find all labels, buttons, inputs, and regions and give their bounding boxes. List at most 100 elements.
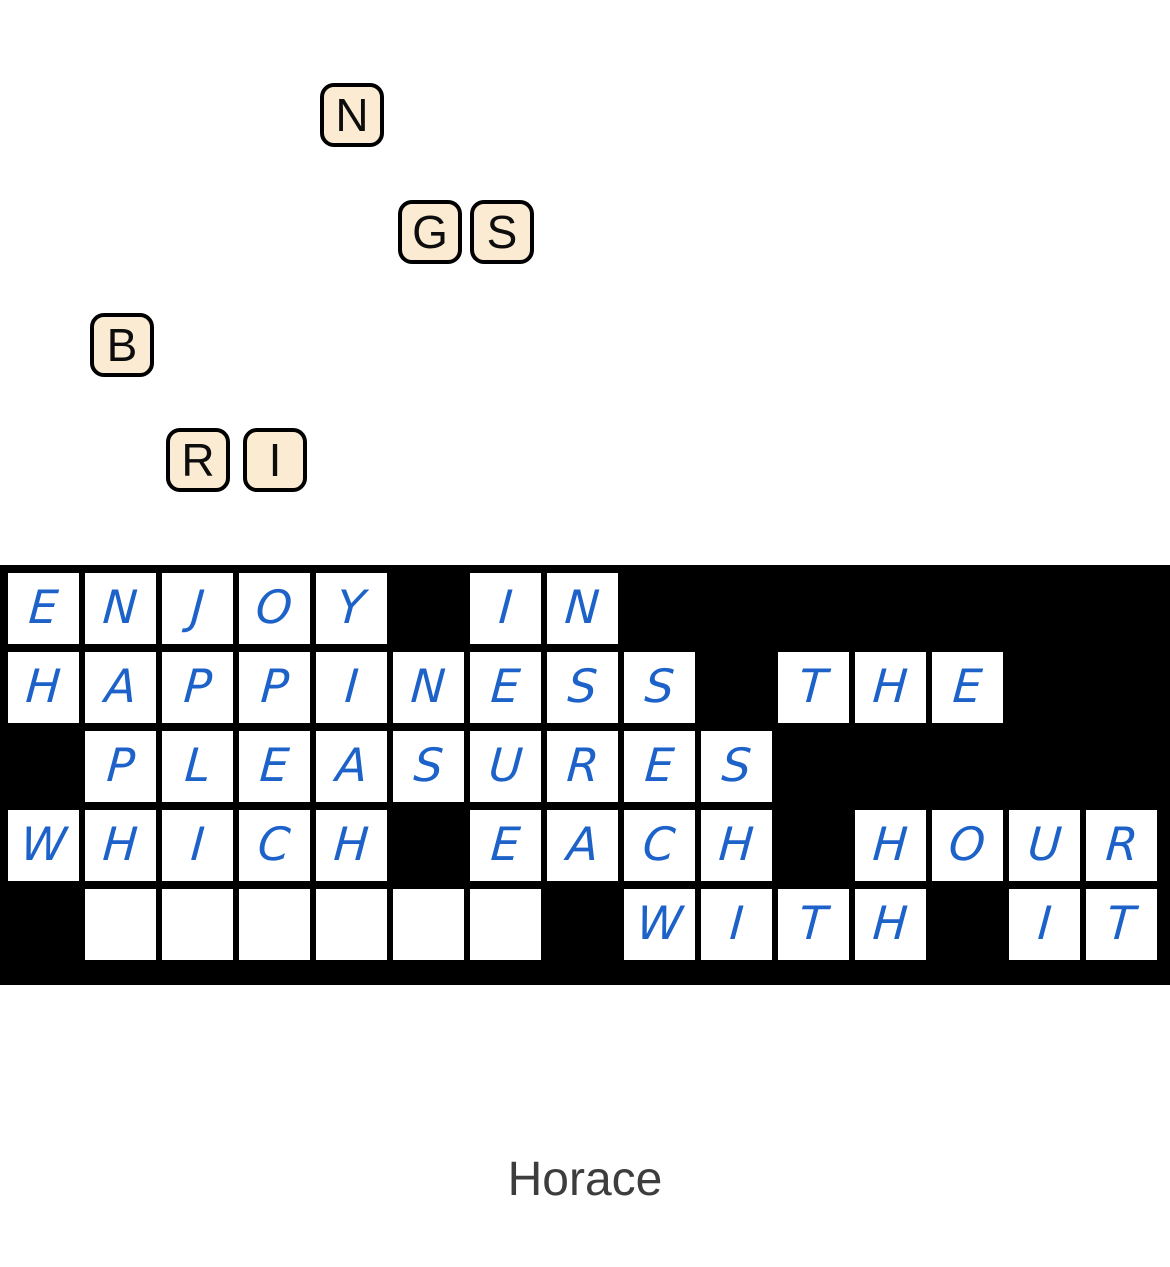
- grid-cell-letter[interactable]: H: [316, 810, 387, 881]
- grid-letter: H: [871, 895, 910, 950]
- grid-cell-letter[interactable]: Y: [316, 573, 387, 644]
- grid-cell-block: [932, 889, 1003, 960]
- grid-cell-block: [855, 731, 926, 802]
- grid-cell-letter[interactable]: H: [855, 889, 926, 960]
- grid-letter: Y: [335, 579, 368, 634]
- grid-letter: E: [643, 737, 676, 792]
- letter-tile-b[interactable]: B: [90, 313, 154, 377]
- grid-cell-letter[interactable]: U: [1009, 810, 1080, 881]
- grid-cell-letter[interactable]: I: [162, 810, 233, 881]
- grid-cell-letter[interactable]: J: [162, 573, 233, 644]
- grid-cell-letter[interactable]: A: [547, 810, 618, 881]
- grid-cell-letter[interactable]: A: [316, 731, 387, 802]
- grid-letter: O: [254, 579, 295, 634]
- grid-cell-letter[interactable]: S: [701, 731, 772, 802]
- grid-cell-letter[interactable]: C: [624, 810, 695, 881]
- grid-cell-letter[interactable]: P: [239, 652, 310, 723]
- grid-cell-letter[interactable]: P: [162, 652, 233, 723]
- grid-cell-letter[interactable]: N: [547, 573, 618, 644]
- grid-cell-block: [393, 573, 464, 644]
- grid-cell-letter[interactable]: W: [624, 889, 695, 960]
- grid-cell-block: [855, 573, 926, 644]
- grid-cell-letter[interactable]: R: [547, 731, 618, 802]
- grid-letter: L: [182, 737, 213, 792]
- grid-cell-letter[interactable]: E: [470, 810, 541, 881]
- grid-cell-letter[interactable]: U: [470, 731, 541, 802]
- grid-cell-block: [624, 573, 695, 644]
- grid-letter: I: [496, 579, 515, 634]
- grid-letter: J: [188, 579, 207, 634]
- grid-cell-block: [778, 731, 849, 802]
- grid-letter: E: [489, 816, 522, 871]
- grid-cell-letter[interactable]: R: [1086, 810, 1157, 881]
- grid-cell-letter[interactable]: T: [778, 889, 849, 960]
- grid-cell-letter[interactable]: S: [624, 652, 695, 723]
- grid-cell-block: [701, 652, 772, 723]
- grid-letter: H: [24, 658, 63, 713]
- grid-letter: R: [564, 737, 601, 792]
- grid-cell-letter[interactable]: L: [162, 731, 233, 802]
- grid-cell-block: [932, 573, 1003, 644]
- grid-cell-letter[interactable]: E: [8, 573, 79, 644]
- grid-letter: I: [727, 895, 746, 950]
- grid-cell-letter[interactable]: N: [85, 573, 156, 644]
- grid-cell-empty[interactable]: [239, 889, 310, 960]
- grid-cell-letter[interactable]: W: [8, 810, 79, 881]
- grid-cell-block: [932, 731, 1003, 802]
- grid-letter: R: [1103, 816, 1140, 871]
- letter-tile-r[interactable]: R: [166, 428, 230, 492]
- grid-letter: E: [27, 579, 60, 634]
- grid-cell-empty[interactable]: [470, 889, 541, 960]
- grid-cell-letter[interactable]: E: [470, 652, 541, 723]
- grid-cell-letter[interactable]: E: [624, 731, 695, 802]
- grid-cell-letter[interactable]: C: [239, 810, 310, 881]
- grid-cell-empty[interactable]: [393, 889, 464, 960]
- grid-cell-letter[interactable]: I: [316, 652, 387, 723]
- letter-tile-s[interactable]: S: [470, 200, 534, 264]
- grid-cell-letter[interactable]: S: [393, 731, 464, 802]
- grid-cell-letter[interactable]: H: [855, 652, 926, 723]
- grid-letter: I: [342, 658, 361, 713]
- grid-cell-block: [701, 573, 772, 644]
- grid-cell-letter[interactable]: I: [470, 573, 541, 644]
- grid-letter: H: [871, 658, 910, 713]
- grid-cell-letter[interactable]: O: [932, 810, 1003, 881]
- grid-cell-letter[interactable]: T: [1086, 889, 1157, 960]
- grid-cell-block: [393, 810, 464, 881]
- grid-cell-letter[interactable]: P: [85, 731, 156, 802]
- grid-cell-block: [1009, 652, 1080, 723]
- grid-cell-letter[interactable]: A: [85, 652, 156, 723]
- grid-cell-letter[interactable]: H: [85, 810, 156, 881]
- grid-letter: P: [181, 658, 214, 713]
- grid-cell-letter[interactable]: E: [932, 652, 1003, 723]
- grid-cell-empty[interactable]: [162, 889, 233, 960]
- grid-cell-empty[interactable]: [316, 889, 387, 960]
- grid-cell-letter[interactable]: O: [239, 573, 310, 644]
- grid-letter: T: [1105, 895, 1138, 950]
- grid-cell-empty[interactable]: [85, 889, 156, 960]
- grid-cell-letter[interactable]: E: [239, 731, 310, 802]
- grid-cell-letter[interactable]: T: [778, 652, 849, 723]
- grid-letter: C: [256, 816, 293, 871]
- letter-tile-n[interactable]: N: [320, 83, 384, 147]
- grid-cell-letter[interactable]: N: [393, 652, 464, 723]
- grid-cell-letter[interactable]: H: [8, 652, 79, 723]
- grid-letter: N: [101, 579, 140, 634]
- grid-cell-letter[interactable]: H: [855, 810, 926, 881]
- grid-cell-letter[interactable]: I: [701, 889, 772, 960]
- grid-cell-letter[interactable]: H: [701, 810, 772, 881]
- grid-cell-letter[interactable]: I: [1009, 889, 1080, 960]
- grid-letter: S: [643, 658, 676, 713]
- grid-letter: H: [717, 816, 756, 871]
- grid-letter: N: [409, 658, 448, 713]
- grid-cell-block: [1086, 731, 1157, 802]
- grid-cell-letter[interactable]: S: [547, 652, 618, 723]
- letter-tile-i[interactable]: I: [243, 428, 307, 492]
- grid-letter: A: [333, 737, 370, 792]
- letter-tile-g[interactable]: G: [398, 200, 462, 264]
- grid-letter: U: [486, 737, 525, 792]
- grid-letter: H: [332, 816, 371, 871]
- grid-letter: E: [258, 737, 291, 792]
